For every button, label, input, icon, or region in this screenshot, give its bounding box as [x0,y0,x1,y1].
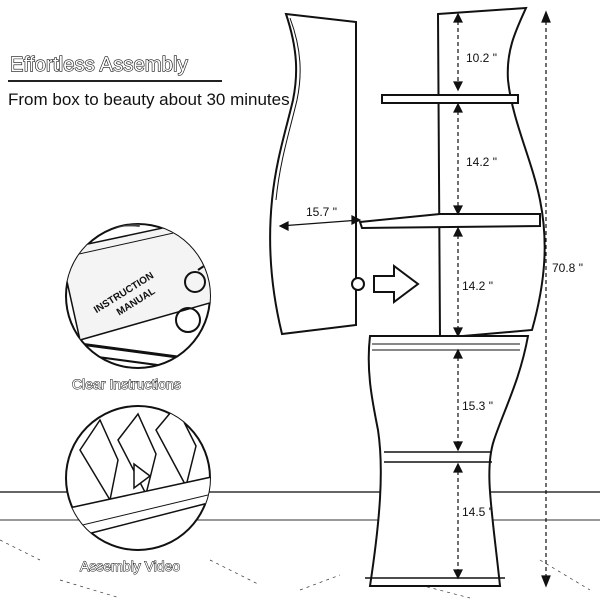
segment-5-label: 14.5 " [462,505,493,519]
segment-2-label: 14.2 " [466,155,497,169]
tower-upper [436,6,546,340]
instruction-manual-illustration: INSTRUCTION MANUAL [65,223,211,369]
title-underline [8,80,222,82]
left-panel [269,12,357,336]
segment-3-label: 14.2 " [462,279,493,293]
shelf-width-dimension [278,215,362,231]
clear-instructions-caption: Clear Instructions [72,376,182,393]
shelf-width-label: 15.7 " [306,205,337,219]
insert-arrow [351,264,420,304]
segment-dimensions [453,12,463,580]
segment-4-label: 15.3 " [462,399,493,413]
total-height-dimension [541,10,551,588]
middle-shelf [358,213,541,230]
assembly-video-illustration [65,405,211,551]
page-subtitle: From box to beauty about 30 minutes [8,90,290,109]
assembly-video-caption: Assembly Video [79,558,181,575]
total-height-label: 70.8 " [552,261,583,275]
page-title: Effortless Assembly [9,53,188,76]
segment-1-label: 10.2 " [466,51,497,65]
tower-lower [365,335,530,587]
top-shelf [381,94,519,104]
